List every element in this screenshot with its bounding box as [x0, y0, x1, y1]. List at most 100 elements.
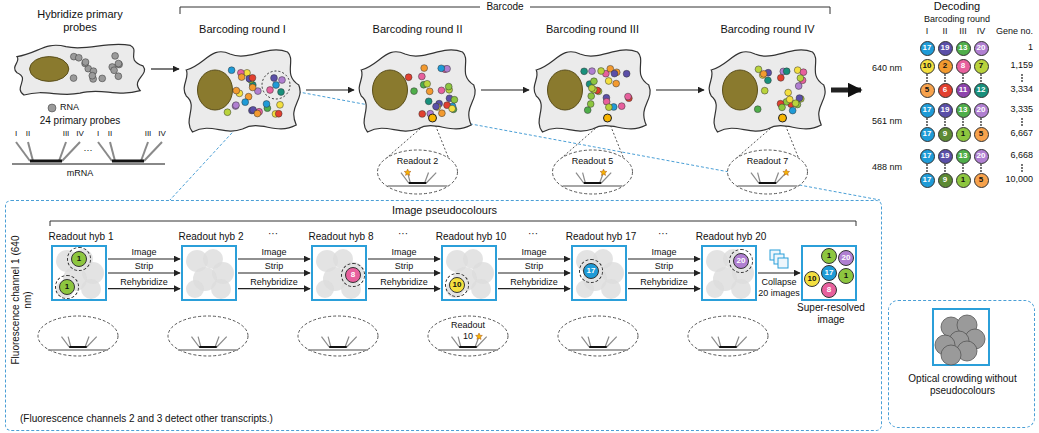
barcode-number: 11 [959, 86, 967, 94]
node-heading: Decoding [902, 0, 1012, 13]
barcode-number: 1 [65, 283, 69, 291]
node-heading: Readout hyb 17 [561, 231, 641, 243]
annotation-label: II [938, 26, 952, 37]
flow-arrow [628, 288, 700, 289]
barcode-number: 17 [825, 269, 834, 277]
barcode-number: 7 [979, 62, 983, 70]
node-heading: Image pseudocolours [6, 204, 883, 217]
flow-arrow [108, 288, 180, 289]
barcode-circle: 8 [345, 267, 361, 283]
probe-inset [38, 316, 118, 356]
barcode-number: 19 [941, 106, 950, 114]
cell-panel: Barcoding round I [180, 40, 305, 140]
flow-arrow [108, 258, 180, 259]
flow-arrow [306, 89, 354, 90]
node-heading: Readout hyb 2 [171, 231, 251, 243]
annotation-label: I [93, 129, 103, 139]
barcode-circle: 1 [956, 173, 971, 188]
flow-arrow [628, 258, 700, 259]
barcode-circle: 10 [804, 271, 820, 287]
barcode-circle: 8 [956, 59, 971, 74]
cell-panel: Barcoding round IV [705, 40, 830, 140]
pseudocolour-bracket [50, 221, 856, 226]
readout-image-box: Readout hyb 2020 [701, 245, 757, 301]
annotation-label: Readout 7 [746, 156, 790, 167]
annotation-label: Barcoding round [907, 14, 1007, 25]
barcode-circle: 17 [920, 103, 935, 118]
annotation-label: IV [974, 26, 988, 37]
probe-inset [688, 316, 768, 356]
barcode-circle: 13 [956, 103, 971, 118]
edge-label: Image [521, 247, 546, 258]
barcode-number: 1 [827, 252, 831, 260]
barcode-number: 5 [979, 130, 983, 138]
barcode-circle: 19 [938, 149, 953, 164]
edge-label: Strip [655, 261, 674, 272]
barcode-circle: 1 [59, 279, 75, 295]
edge-label: Rehybridize [250, 277, 298, 288]
cell-outline [180, 40, 305, 140]
annotation-label: 561 nm [864, 116, 910, 127]
barcode-number: 6 [943, 86, 947, 94]
barcode-number: 19 [941, 44, 950, 52]
barcode-circle: 20 [974, 149, 989, 164]
barcode-number: 17 [923, 176, 932, 184]
annotation-label: II [22, 129, 34, 139]
cell-outline [530, 40, 655, 140]
edge-label: Image [131, 247, 156, 258]
flow-arrow [368, 288, 440, 289]
barcode-circle: 1 [956, 127, 971, 142]
barcode-number: 13 [959, 152, 968, 160]
barcode-circle: 7 [974, 59, 989, 74]
node-heading: Readout hyb 8 [301, 231, 381, 243]
edge-label: Strip [525, 261, 544, 272]
annotation-label: ··· [518, 228, 548, 240]
readout-image-box: Readout hyb 2 [181, 245, 237, 301]
node-heading: Readout hyb 10 [431, 231, 511, 243]
barcode-circle: 19 [938, 41, 953, 56]
flow-arrow [238, 272, 310, 273]
annotation-label: (Fluorescence channels 2 and 3 detect ot… [20, 413, 540, 425]
barcode-circle: 17 [583, 263, 599, 279]
annotation-label: 6,668 [987, 150, 1033, 161]
faint-spots [573, 247, 625, 299]
annotation-label: Readout 5 [571, 156, 615, 167]
annotation-label: III [956, 26, 970, 37]
annotation-label: Barcode [480, 1, 530, 13]
annotation-label: Gene no. [987, 26, 1033, 37]
barcode-number: 13 [959, 106, 968, 114]
cell-panel: Barcoding round III [530, 40, 655, 140]
flow-arrow [368, 272, 440, 273]
flow-arrow [108, 272, 180, 273]
barcode-number: 1 [961, 130, 965, 138]
node-heading: Super-resolved image [789, 302, 873, 326]
flow-arrow [368, 258, 440, 259]
flow-arrow [238, 288, 310, 289]
barcode-number: 1 [844, 272, 848, 280]
crowding-panel: Optical crowding without pseudocolours [888, 300, 1035, 428]
barcode-circle: 20 [733, 253, 749, 269]
edge-label: Image [651, 247, 676, 258]
annotation-label: III [59, 129, 73, 139]
barcode-circle: 6 [938, 83, 953, 98]
annotation-label: 1,159 [987, 60, 1033, 71]
barcode-number: 10 [808, 275, 817, 283]
barcode-number: 13 [959, 44, 968, 52]
barcode-circle: 19 [938, 103, 953, 118]
barcode-number: 20 [977, 44, 986, 52]
barcode-number: 8 [827, 286, 831, 294]
node-heading: Readout hyb 20 [691, 231, 771, 243]
edge-label: Rehybridize [380, 277, 428, 288]
barcode-number: 5 [979, 176, 983, 184]
barcode-circle: 10 [920, 59, 935, 74]
barcode-number: 12 [977, 86, 986, 94]
annotation-label: II [104, 129, 116, 139]
annotation-label: 3,334 [987, 84, 1033, 95]
node-heading: Barcoding round IV [705, 23, 830, 36]
barcode-circle: 8 [821, 282, 837, 298]
barcode-circle: 5 [974, 173, 989, 188]
barcode-number: 10 [453, 281, 462, 289]
flow-arrow [656, 89, 704, 90]
barcode-number: 1 [77, 255, 81, 263]
annotation-label: III [141, 129, 155, 139]
